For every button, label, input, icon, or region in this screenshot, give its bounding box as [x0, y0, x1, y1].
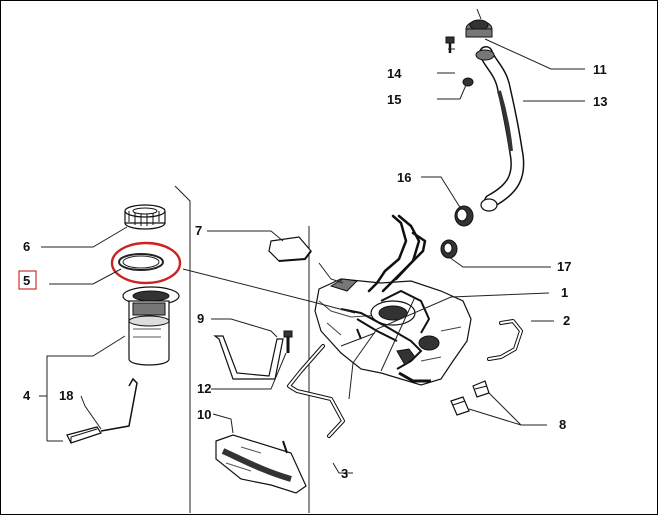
label-10: 10 [197, 407, 211, 422]
label-4: 4 [23, 388, 31, 403]
part-11-filler-cap[interactable] [465, 8, 493, 38]
label-9: 9 [197, 311, 204, 326]
label-14: 14 [387, 66, 402, 81]
label-8: 8 [559, 417, 566, 432]
part-10-heat-shield[interactable] [215, 434, 307, 494]
part-12-bolt[interactable] [283, 330, 293, 353]
part-15-grommet[interactable] [462, 77, 474, 87]
leader-17 [448, 256, 551, 268]
leader-8 [468, 392, 547, 426]
part-14-screw[interactable] [445, 36, 455, 53]
part-4-fuel-pump[interactable] [122, 286, 180, 366]
part-16-grommet[interactable] [454, 205, 474, 227]
leader-arrow-tank [318, 262, 344, 284]
leader-9 [211, 318, 278, 338]
label-6: 6 [23, 239, 30, 254]
part-2-vent-pipe[interactable] [487, 319, 523, 361]
leader-16 [421, 176, 462, 210]
label-2: 2 [563, 313, 570, 328]
part-9-strap[interactable] [213, 335, 284, 380]
leader-3 [332, 462, 353, 474]
leader-7 [207, 230, 284, 242]
highlight-ring [110, 241, 182, 285]
label-11: 11 [593, 62, 607, 77]
label-15: 15 [387, 92, 401, 107]
leader-5-b [182, 268, 356, 314]
label-1: 1 [561, 285, 568, 300]
leader-1-c [380, 296, 416, 372]
part-17-grommet[interactable] [440, 239, 458, 259]
label-17: 17 [557, 259, 571, 274]
leader-1 [348, 292, 550, 400]
leader-1-b [340, 332, 376, 347]
part-13-filler-neck[interactable] [475, 46, 525, 212]
label-13: 13 [593, 94, 607, 109]
label-5-box [18, 270, 37, 290]
leader-18 [80, 395, 102, 430]
part-5-seal[interactable] [118, 253, 164, 271]
part-3-fuel-pipe[interactable] [287, 344, 345, 438]
leader-12 [211, 352, 287, 390]
divider-left [174, 185, 191, 513]
leader-11 [484, 38, 585, 70]
label-7: 7 [195, 223, 202, 238]
part-7-pad[interactable] [268, 236, 312, 262]
label-5: 5 [23, 273, 30, 288]
label-12: 12 [197, 381, 211, 396]
part-8-clips[interactable] [450, 380, 490, 416]
leader-10 [212, 413, 234, 434]
leader-15 [437, 84, 467, 100]
leader-5 [49, 268, 122, 285]
label-3: 3 [341, 466, 348, 481]
part-18-level-sensor[interactable] [66, 377, 138, 444]
leader-4 [39, 335, 126, 442]
label-16: 16 [397, 170, 411, 185]
leader-6 [41, 226, 128, 248]
leader-14 [437, 48, 455, 74]
part-6-ring-nut[interactable] [124, 204, 166, 230]
label-18: 18 [59, 388, 73, 403]
